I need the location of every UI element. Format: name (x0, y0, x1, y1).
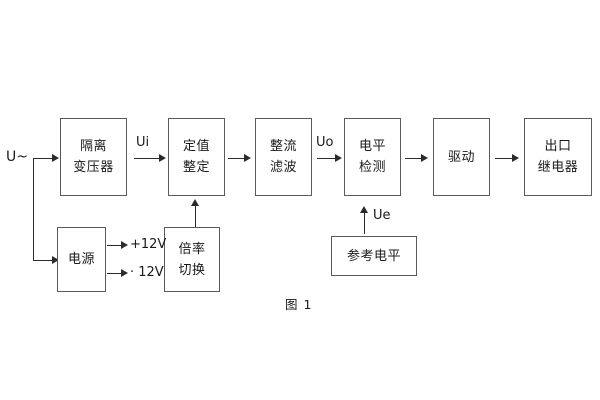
arrow-transformer-to-setting-icon (159, 153, 166, 162)
arrow-drive-to-relay-icon (512, 153, 519, 162)
connector-multiplier-to-setting (195, 205, 196, 227)
block-setting-value[interactable]: 定值 整定 (168, 118, 225, 196)
block-line: 整定 (182, 160, 210, 175)
block-reference-level[interactable]: 参考电平 (331, 236, 417, 276)
connector-rectify-to-level (317, 158, 337, 159)
block-line: 倍率 (178, 241, 206, 257)
arrow-level-to-drive-icon (421, 153, 428, 162)
rail-positive-line (107, 245, 123, 246)
block-line: 变压器 (73, 160, 114, 175)
input-stub-line (33, 158, 55, 159)
signal-label-ui: Ui (136, 135, 150, 150)
arrow-input-to-power-icon (52, 255, 59, 264)
input-label-u-ac: U~ (6, 149, 28, 165)
arrow-setting-to-rectify-icon (244, 153, 251, 162)
connector-setting-to-rectify (228, 158, 246, 159)
block-isolation-transformer[interactable]: 隔离 变压器 (60, 118, 127, 196)
connector-drive-to-relay (495, 158, 513, 159)
block-rectify-filter[interactable]: 整流 滤波 (255, 118, 312, 196)
block-line: 滤波 (269, 160, 297, 175)
block-line: 隔离 (79, 139, 107, 154)
input-branch-vertical-line (33, 158, 34, 260)
block-drive[interactable]: 驱动 (433, 118, 490, 196)
block-line: 整流 (269, 139, 297, 154)
block-line: 继电器 (537, 160, 579, 175)
signal-label-uo: Uo (316, 135, 334, 150)
block-line: 参考电平 (346, 248, 401, 264)
block-multiplier-switch[interactable]: 倍率 切换 (164, 227, 220, 292)
arrow-rectify-to-level-icon (335, 153, 342, 162)
arrow-rail-positive-icon (121, 240, 128, 249)
arrow-rail-negative-icon (121, 268, 128, 277)
block-line: 出口 (544, 139, 572, 154)
connector-transformer-to-setting (134, 158, 161, 159)
block-line: 定值 (182, 139, 210, 154)
arrow-multiplier-to-setting-icon (190, 199, 199, 206)
rail-label-negative-12v: · 12V (130, 265, 164, 280)
input-to-power-line (33, 260, 55, 261)
figure-caption: 图 1 (285, 297, 313, 312)
block-line: 切换 (178, 262, 206, 278)
block-line: 电源 (67, 252, 95, 267)
block-output-relay[interactable]: 出口 继电器 (524, 118, 592, 196)
block-power-supply[interactable]: 电源 (57, 227, 106, 292)
rail-label-positive-12v: +12V (130, 237, 167, 252)
block-line: 驱动 (447, 149, 475, 165)
arrow-reference-to-level-icon (359, 206, 368, 213)
connector-level-to-drive (405, 158, 423, 159)
block-level-detect[interactable]: 电平 检测 (344, 118, 401, 196)
block-line: 电平 (358, 139, 386, 154)
arrow-input-to-transformer-icon (52, 153, 59, 162)
signal-label-ue: Ue (373, 208, 391, 223)
connector-reference-to-level (364, 212, 365, 234)
block-line: 检测 (358, 160, 386, 175)
rail-negative-line (107, 273, 123, 274)
